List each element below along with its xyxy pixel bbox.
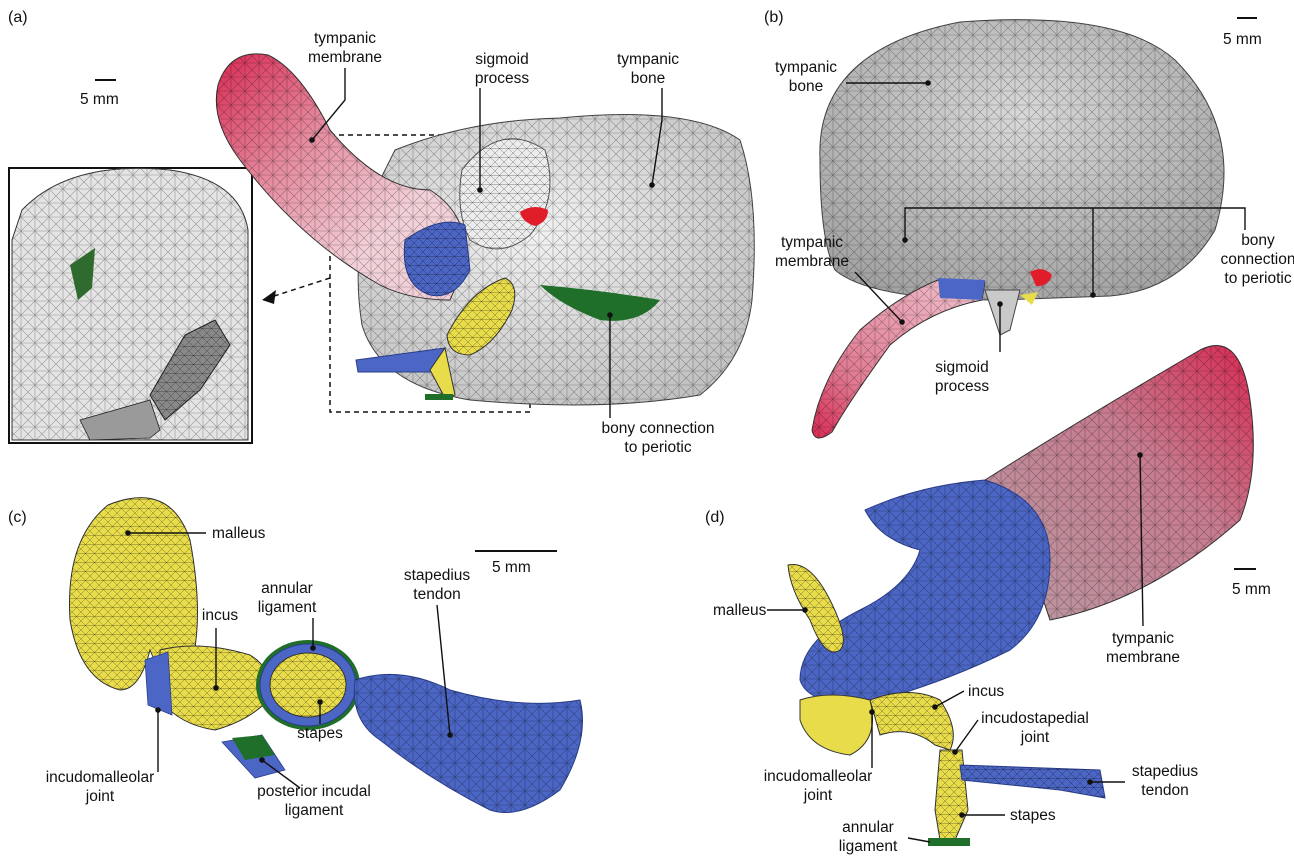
svg-text:tendon: tendon — [413, 586, 460, 603]
panel-c-tag: (c) — [8, 509, 27, 526]
label-d-stapes: stapes — [959, 807, 1056, 824]
panel-c: (c) 5 mm mall — [8, 498, 583, 819]
svg-text:joint: joint — [803, 787, 833, 804]
panel-c-scale-label: 5 mm — [492, 559, 531, 576]
svg-text:membrane: membrane — [1106, 649, 1180, 666]
svg-text:bony connection: bony connection — [602, 420, 715, 437]
svg-text:ligament: ligament — [839, 838, 898, 855]
panel-b-tag: (b) — [764, 9, 784, 26]
svg-text:sigmoid: sigmoid — [935, 359, 988, 376]
svg-text:posterior incudal: posterior incudal — [257, 783, 371, 800]
panel-a: (a) 5 mm — [8, 9, 754, 456]
panel-b-scale-label: 5 mm — [1223, 31, 1262, 48]
svg-text:tympanic: tympanic — [314, 30, 376, 47]
svg-text:tympanic: tympanic — [617, 51, 679, 68]
label-b-sigmoid-process: sigmoid process — [935, 301, 1003, 395]
label-c-incudomalleolar-joint: incudomalleolar joint — [46, 707, 161, 805]
panel-a-inset — [9, 168, 252, 443]
panel-c-scalebar: 5 mm — [475, 551, 557, 576]
svg-text:incudomalleolar: incudomalleolar — [764, 768, 873, 785]
tympanic-bone-b — [820, 20, 1224, 335]
label-d-malleus: malleus — [713, 602, 808, 619]
svg-text:ligament: ligament — [258, 599, 317, 616]
svg-text:malleus: malleus — [212, 525, 266, 542]
panel-a-scalebar: 5 mm — [80, 80, 119, 108]
svg-text:annular: annular — [842, 819, 894, 836]
svg-text:bone: bone — [789, 78, 823, 95]
svg-text:stapes: stapes — [297, 725, 343, 742]
panel-d-scale-label: 5 mm — [1232, 581, 1271, 598]
svg-text:process: process — [935, 378, 990, 395]
svg-text:stapes: stapes — [1010, 807, 1056, 824]
panel-a-tag: (a) — [8, 9, 28, 26]
svg-text:to periotic: to periotic — [1224, 270, 1291, 287]
svg-text:tendon: tendon — [1141, 782, 1188, 799]
svg-text:bone: bone — [631, 70, 665, 87]
stapes-c — [256, 640, 360, 730]
svg-text:annular: annular — [261, 580, 313, 597]
tympanic-membrane-d — [800, 346, 1253, 703]
svg-text:sigmoid: sigmoid — [475, 51, 528, 68]
svg-text:joint: joint — [1020, 729, 1050, 746]
svg-text:membrane: membrane — [775, 253, 849, 270]
panel-d-tag: (d) — [705, 509, 725, 526]
svg-text:ligament: ligament — [285, 802, 344, 819]
label-d-incudostapedial-joint: incudostapedial joint — [952, 710, 1089, 755]
zoom-arrow — [262, 278, 330, 304]
svg-text:incus: incus — [968, 683, 1004, 700]
svg-text:stapedius: stapedius — [404, 567, 471, 584]
panel-b-scalebar: 5 mm — [1223, 18, 1262, 48]
svg-text:incudomalleolar: incudomalleolar — [46, 769, 155, 786]
svg-text:tympanic: tympanic — [775, 59, 837, 76]
svg-text:bony: bony — [1241, 232, 1275, 249]
panel-d: (d) 5 mm malleus — [705, 346, 1271, 855]
svg-text:incus: incus — [202, 607, 238, 624]
svg-text:malleus: malleus — [713, 602, 767, 619]
panel-d-scalebar: 5 mm — [1232, 569, 1271, 598]
svg-text:process: process — [475, 70, 530, 87]
svg-text:incudostapedial: incudostapedial — [981, 710, 1089, 727]
svg-text:tympanic: tympanic — [1112, 630, 1174, 647]
panel-a-scale-label: 5 mm — [80, 91, 119, 108]
svg-text:connection: connection — [1221, 251, 1294, 268]
svg-text:joint: joint — [85, 788, 115, 805]
label-d-annular-ligament: annular ligament — [839, 819, 930, 855]
svg-text:to periotic: to periotic — [624, 439, 691, 456]
stapedius-tendon-c — [354, 674, 582, 812]
svg-text:membrane: membrane — [308, 49, 382, 66]
svg-text:stapedius: stapedius — [1132, 763, 1199, 780]
svg-text:tympanic: tympanic — [781, 234, 843, 251]
